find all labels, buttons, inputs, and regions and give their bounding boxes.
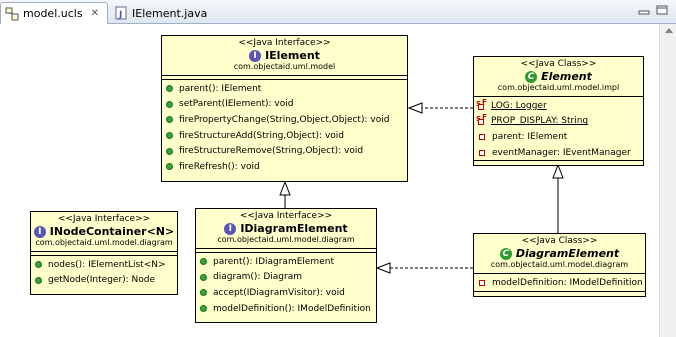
private-field-icon — [479, 279, 485, 286]
method-row[interactable]: accept(IDiagramVisitor): void — [196, 285, 376, 301]
class-diagram-icon — [5, 7, 19, 21]
method-row[interactable]: diagram(): Diagram — [196, 270, 376, 286]
realization-diagramelement-to-idiagramelement[interactable] — [375, 262, 473, 274]
public-method-icon — [200, 273, 207, 281]
stereotype-label: <<Java Class>> — [521, 236, 598, 246]
public-method-icon — [200, 258, 207, 266]
stereotype-label: <<Java Interface>> — [238, 38, 331, 48]
generalization-idiagramelement-to-ielement[interactable] — [279, 180, 291, 208]
editor-tab-bar: model.ucls ✕ J IElement.java — [0, 0, 676, 24]
field-row[interactable]: eventManager: IEventManager — [474, 145, 643, 161]
abstract-class-icon: C — [525, 70, 538, 83]
svg-text:J: J — [118, 10, 122, 20]
stereotype-label: <<Java Interface>> — [239, 211, 333, 221]
private-field-icon — [479, 149, 485, 156]
close-icon[interactable]: ✕ — [90, 8, 99, 19]
method-row[interactable]: setParent(IElement): void — [162, 97, 407, 113]
methods-section: parent(): IElement setParent(IElement): … — [162, 80, 407, 175]
package-label: com.objectaid.uml.model.diagram — [35, 238, 173, 247]
method-row[interactable]: firePropertyChange(String,Object,Object)… — [162, 112, 407, 128]
public-method-icon — [166, 116, 173, 124]
public-method-icon — [35, 261, 42, 269]
method-row[interactable]: parent(): IDiagramElement — [196, 254, 376, 270]
stereotype-label: <<Java Class>> — [520, 59, 597, 69]
tab-ielement-java[interactable]: J IElement.java — [110, 2, 210, 24]
java-file-icon: J — [114, 6, 128, 20]
interface-icon: I — [249, 49, 262, 62]
static-final-field-icon: SF — [476, 98, 490, 112]
fields-section: SF LOG: Logger SF PROP_DISPLAY: String p… — [474, 97, 643, 162]
public-method-icon — [200, 289, 207, 297]
public-method-icon — [200, 305, 207, 313]
package-label: com.objectaid.uml.model — [233, 62, 336, 71]
scroll-up-arrow-icon[interactable] — [665, 28, 673, 33]
field-row[interactable]: parent: IElement — [474, 129, 643, 145]
minimize-icon[interactable] — [638, 5, 650, 15]
methods-section: nodes(): IElementList<N> getNode(Integer… — [31, 256, 177, 288]
field-row[interactable]: modelDefinition: IModelDefinition — [474, 275, 645, 291]
field-row[interactable]: SF PROP_DISPLAY: String — [474, 113, 643, 130]
method-row[interactable]: nodes(): IElementList<N> — [31, 257, 177, 273]
static-final-field-icon: SF — [476, 113, 490, 127]
interface-icon: I — [224, 222, 237, 235]
stereotype-label: <<Java Interface>> — [57, 214, 151, 224]
generalization-diagramelement-to-element[interactable] — [552, 163, 564, 233]
methods-section — [474, 161, 643, 164]
private-field-icon — [479, 133, 485, 140]
interface-icon: I — [33, 225, 46, 238]
method-row[interactable]: modelDefinition(): IModelDefinition — [196, 301, 376, 317]
fields-section — [196, 249, 376, 253]
abstract-class-icon: C — [499, 247, 512, 260]
tab-label: model.ucls — [23, 7, 83, 20]
realization-element-to-ielement[interactable] — [407, 102, 473, 114]
fields-section — [162, 76, 407, 80]
package-label: com.objectaid.uml.model.diagram — [490, 260, 629, 269]
method-row[interactable]: fireRefresh(): void — [162, 159, 407, 175]
tab-model-ucls[interactable]: model.ucls ✕ — [0, 2, 108, 24]
fields-section — [31, 252, 177, 256]
package-label: com.objectaid.uml.model.diagram — [217, 235, 355, 244]
public-method-icon — [166, 100, 173, 108]
package-label: com.objectaid.uml.model.impl — [497, 83, 620, 92]
public-method-icon — [166, 147, 173, 155]
public-method-icon — [166, 132, 173, 140]
public-method-icon — [166, 163, 173, 171]
vertical-scrollbar[interactable] — [659, 24, 676, 337]
public-method-icon — [35, 276, 42, 284]
method-row[interactable]: parent(): IElement — [162, 81, 407, 97]
public-method-icon — [166, 85, 173, 93]
method-row[interactable]: fireStructureAdd(String,Object): void — [162, 128, 407, 144]
method-row[interactable]: fireStructureRemove(String,Object): void — [162, 143, 407, 159]
field-row[interactable]: SF LOG: Logger — [474, 98, 643, 114]
methods-section: parent(): IDiagramElement diagram(): Dia… — [196, 253, 376, 316]
methods-section — [474, 292, 645, 295]
fields-section: modelDefinition: IModelDefinition — [474, 274, 645, 292]
tab-label: IElement.java — [132, 6, 208, 20]
maximize-icon[interactable] — [656, 5, 668, 15]
method-row[interactable]: getNode(Integer): Node — [31, 273, 177, 289]
